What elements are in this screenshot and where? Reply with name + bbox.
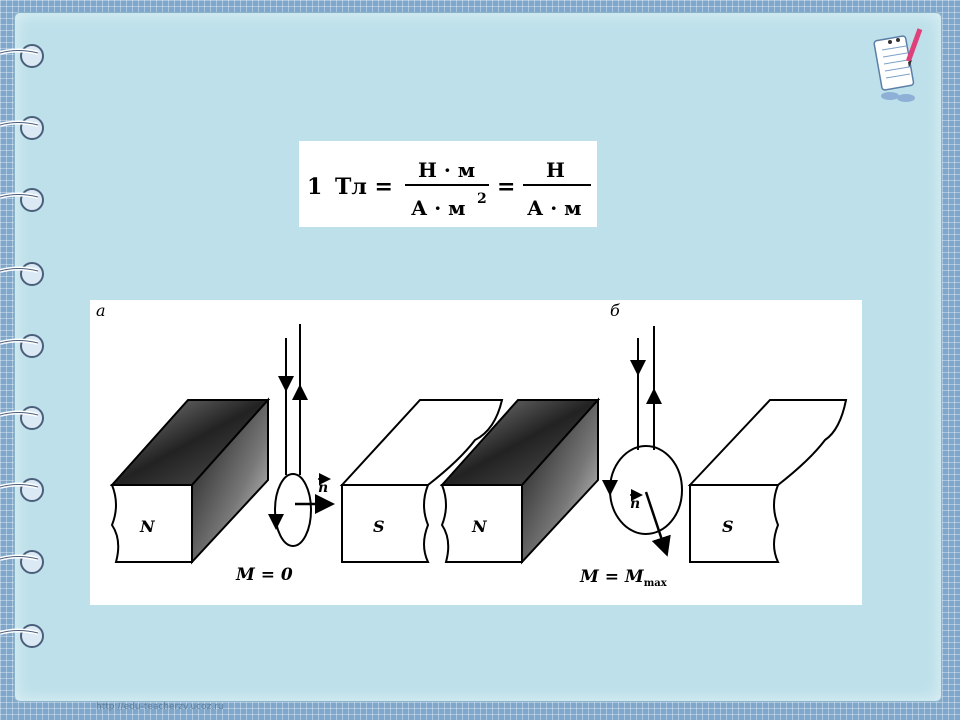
panel-b-label: б [610, 301, 620, 320]
formula-equals: = [497, 174, 515, 200]
current-loop-a: n [268, 324, 335, 547]
current-loop-b: n [602, 326, 683, 557]
magnet-n-left: N [109, 397, 271, 565]
formula-number: 1 [307, 174, 322, 200]
normal-vector-a: n [318, 480, 328, 496]
normal-vector-b: n [630, 496, 640, 512]
fraction2-denominator: А · м [527, 196, 582, 220]
magnet-s-right: S [687, 399, 848, 563]
spiral-ring [0, 406, 44, 430]
fraction1-denominator: А · м [411, 196, 466, 220]
spiral-binding [0, 44, 44, 648]
caption-b-main: M = M [579, 567, 645, 587]
spiral-ring [0, 44, 44, 68]
fraction1-numerator: Н · м [418, 158, 475, 182]
caption-a: M = 0 [235, 565, 293, 585]
spiral-ring [0, 188, 44, 212]
caption-b: M = Mmax [579, 567, 668, 589]
spiral-ring [0, 550, 44, 574]
caption-b-subscript: max [644, 578, 668, 589]
pole-n-left: N [139, 517, 156, 536]
tesla-unit-formula: 1 Тл = Н · м А · м 2 = Н А · м [299, 141, 597, 227]
magnet-s-left: S [339, 399, 504, 563]
pole-n-right: N [471, 517, 488, 536]
spiral-ring [0, 116, 44, 140]
spiral-ring [0, 262, 44, 286]
magnet-n-right: N [439, 397, 601, 565]
pole-s-left: S [373, 517, 385, 536]
formula-lhs: Тл = [335, 174, 393, 200]
panel-a-label: а [96, 301, 106, 320]
fraction2-numerator: Н [546, 158, 565, 182]
spiral-ring [0, 334, 44, 358]
footer-url[interactable]: http://edu-teacherzv.ucoz.ru [96, 702, 224, 712]
notepad-mascot-icon [873, 28, 923, 102]
spiral-ring [0, 624, 44, 648]
spiral-ring [0, 478, 44, 502]
pole-s-right: S [722, 517, 734, 536]
magnet-loop-figure: а б N n S M = 0 [90, 300, 862, 605]
fraction1-exponent: 2 [477, 191, 487, 207]
